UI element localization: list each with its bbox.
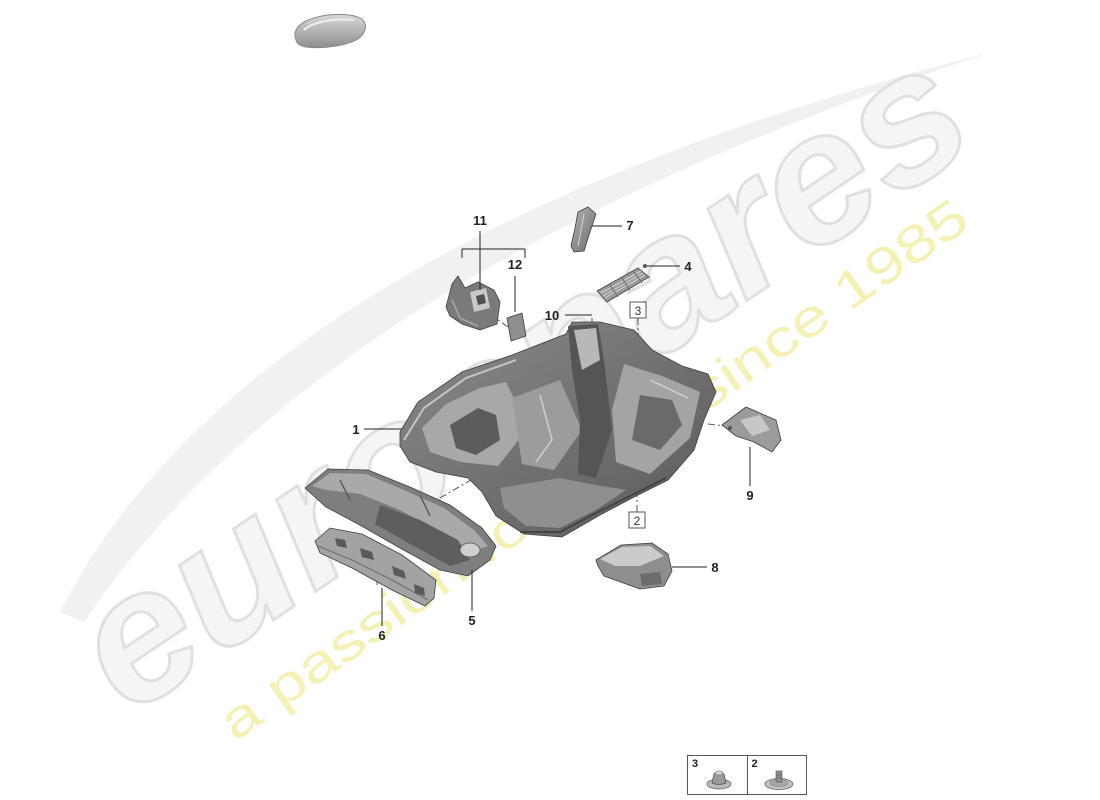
- callout-5[interactable]: 5: [468, 613, 475, 628]
- callout-1[interactable]: 1: [352, 422, 359, 437]
- part-9-illustration: [721, 406, 782, 453]
- nut-icon: [706, 770, 732, 790]
- callout-8[interactable]: 8: [711, 560, 718, 575]
- legend-item-2[interactable]: 2: [746, 756, 807, 794]
- part-12-illustration: [506, 312, 527, 342]
- callout-9[interactable]: 9: [746, 488, 753, 503]
- part-6-illustration: [314, 527, 437, 607]
- legend-item-number: 3: [692, 758, 699, 770]
- part-4-illustration: [596, 264, 650, 303]
- part-1-illustration: [399, 321, 717, 538]
- callout-4[interactable]: 4: [684, 259, 692, 274]
- part-7-illustration: [570, 206, 597, 253]
- part-8-illustration: [595, 542, 673, 590]
- clip-icon: [764, 770, 793, 790]
- reference-box-3[interactable]: 3: [629, 301, 647, 319]
- callout-6[interactable]: 6: [378, 628, 385, 643]
- car-silhouette-icon: [294, 13, 366, 49]
- part-5-illustration: [304, 468, 497, 577]
- legend-item-3[interactable]: 3: [688, 756, 747, 794]
- reference-box-3-label: 3: [635, 304, 642, 318]
- reference-box-2-label: 2: [634, 514, 641, 528]
- legend-item-number: 2: [751, 758, 758, 770]
- callout-10[interactable]: 10: [545, 308, 559, 323]
- callout-12[interactable]: 12: [508, 257, 522, 272]
- fastener-legend: 3 2: [687, 755, 807, 795]
- callout-7[interactable]: 7: [626, 218, 633, 233]
- callout-labels: 11 12 7 4 10 1 5 6 8 9: [352, 213, 753, 643]
- callout-11[interactable]: 11: [473, 213, 487, 228]
- leader-lines: [364, 225, 751, 626]
- part-11-illustration: [445, 275, 501, 331]
- reference-box-2[interactable]: 2: [628, 511, 646, 529]
